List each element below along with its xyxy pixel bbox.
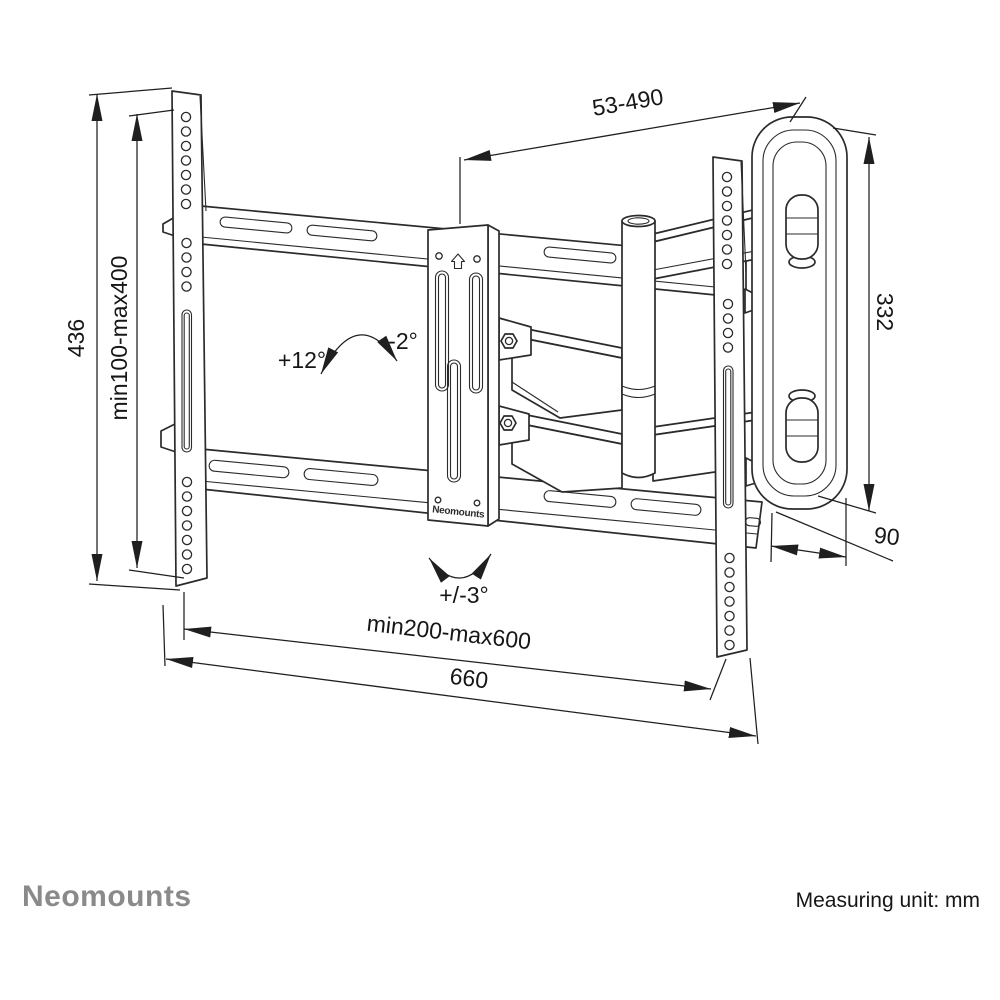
vesa-holes-right [721, 171, 735, 651]
link-arm-upper [511, 325, 623, 419]
right-vesa-rail [712, 156, 763, 658]
dim-label-332: 332 [872, 293, 898, 331]
hinge-bottom [785, 389, 819, 463]
pivot-post [621, 214, 656, 479]
brand-logo: Neomounts [22, 880, 192, 913]
measuring-unit-note: Measuring unit: mm [795, 889, 980, 912]
tilt-down-label: -2° [388, 328, 418, 354]
up-arrow-icon [450, 253, 466, 270]
dim-label-vesa-vertical: min100-max400 [106, 256, 132, 421]
dim-vesa-vertical: min100-max400 [106, 109, 185, 579]
wall-plate [751, 116, 848, 510]
vesa-adapter-plate: Neomounts [427, 224, 500, 527]
left-vesa-rail [160, 90, 208, 587]
tilt-angle-indicator: +12° -2° [278, 328, 418, 375]
tilt-up-label: +12° [278, 347, 326, 373]
swivel-angle-indicator: +/-3° [428, 553, 492, 608]
dim-label-extension: 53-490 [590, 83, 665, 121]
dim-wall-depth: 90 [770, 498, 901, 566]
plate-bolts [498, 317, 532, 446]
link-arm-lower [511, 411, 623, 493]
dim-wall-plate-height: 332 [817, 127, 898, 514]
dim-label-90: 90 [873, 522, 901, 551]
hinge-top [785, 194, 819, 269]
dim-label-vesa-horizontal: min200-max600 [366, 610, 533, 655]
dim-total-width: 660 [162, 604, 759, 745]
dim-label-660: 660 [448, 663, 489, 694]
swivel-label: +/-3° [439, 582, 488, 608]
dim-label-436: 436 [63, 319, 89, 357]
dim-total-height: 436 [63, 87, 181, 591]
vesa-holes-left [180, 111, 193, 575]
